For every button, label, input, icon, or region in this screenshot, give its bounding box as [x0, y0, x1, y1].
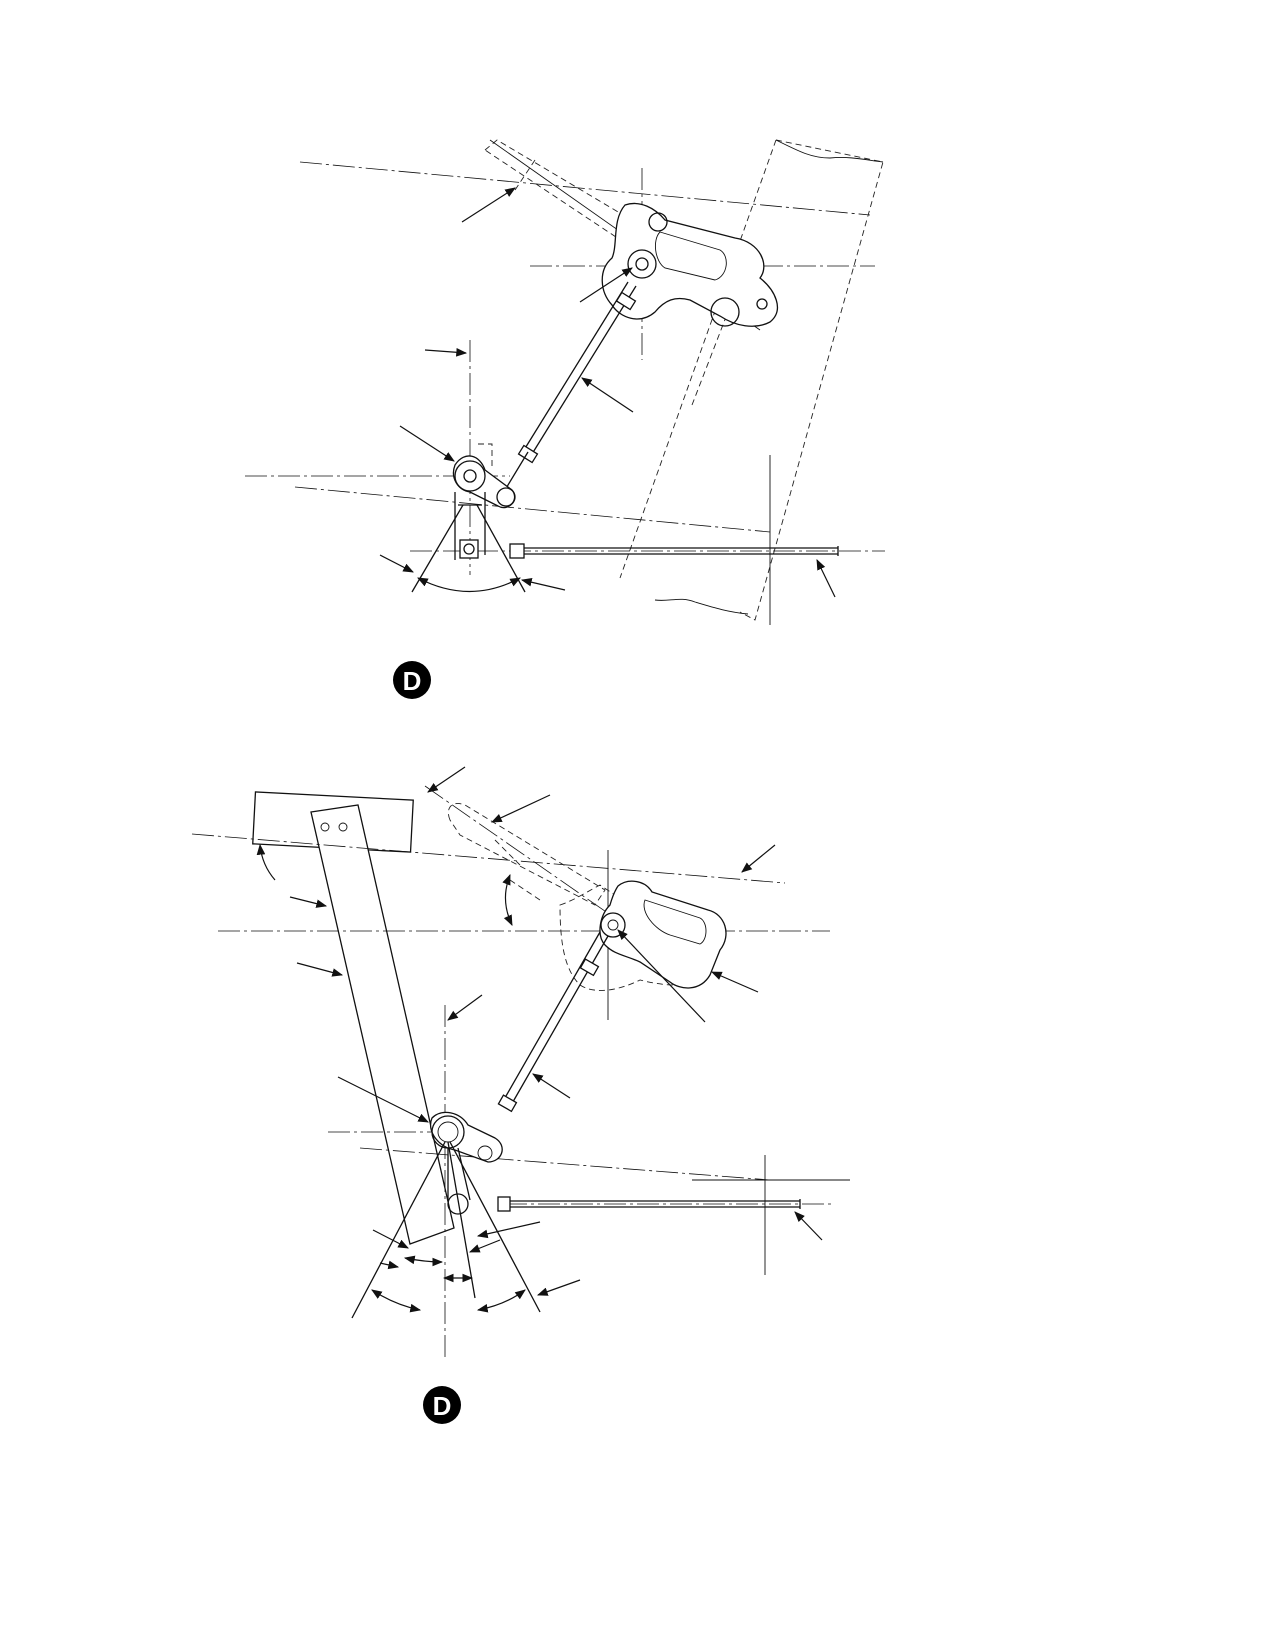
- upper-reference-line-lower: [294, 486, 771, 533]
- lower-reference-line-lower: [359, 1147, 771, 1181]
- lower-leader-angle-b: [468, 1239, 501, 1253]
- upper-pushrod-end: [504, 451, 529, 491]
- upper-rod-end-bearing: [496, 487, 516, 507]
- lower-travel-arc-left: [371, 1289, 422, 1313]
- upper-bellcrank-hex-bolt: [710, 297, 740, 327]
- upper-reference-line-top: [299, 161, 871, 216]
- upper-leader-idler: [399, 425, 455, 462]
- upper-view-badge-label: D: [403, 666, 422, 696]
- lower-leader-bellcrank: [711, 971, 759, 993]
- lower-bellcrank: [599, 880, 727, 989]
- lower-leader-rod: [794, 1211, 823, 1241]
- upper-pushrod-jam-nut-top: [615, 291, 637, 311]
- upper-pushrod-edge-b: [531, 285, 637, 455]
- lower-leader-angle-a: [476, 1221, 541, 1239]
- lower-leader-pivot: [617, 929, 706, 1023]
- upper-idler-bracket-phantom: [478, 443, 493, 470]
- lower-leader-pedal: [296, 962, 344, 977]
- lower-pedal-hole-b: [338, 822, 348, 832]
- lower-view-badge-label: D: [433, 1391, 452, 1421]
- upper-view: D: [245, 139, 885, 699]
- lower-bellcrank-slot: [643, 899, 707, 945]
- upper-leader-angle-left: [379, 554, 414, 573]
- lower-column-angle-arc: [502, 873, 513, 926]
- lower-leader-right-angle: [536, 1279, 581, 1296]
- upper-idler-lower-clevis: [459, 539, 479, 559]
- upper-bellcrank-pivot: [627, 249, 657, 279]
- upper-bellcrank-pivot-bolt: [635, 257, 649, 271]
- lower-idler-arm: [430, 1111, 503, 1163]
- upper-idler-lower-bolt: [463, 543, 475, 555]
- lower-leader-left-limit: [372, 1229, 409, 1249]
- lower-leader-idler: [337, 1076, 429, 1123]
- upper-leader-angle-right: [520, 577, 566, 591]
- upper-leader-centerline: [424, 347, 468, 357]
- upper-bellcrank-hole: [756, 298, 768, 310]
- lower-idler-lower-eye: [447, 1193, 469, 1215]
- upper-structure-break-bottom: [654, 598, 749, 615]
- lower-column-axis: [424, 785, 613, 917]
- upper-view-badge: D: [393, 661, 431, 699]
- upper-travel-arc: [417, 577, 521, 592]
- upper-bellcrank: [601, 202, 779, 327]
- upper-pushrod-edge-a: [523, 281, 629, 451]
- lower-leader-column: [491, 794, 551, 823]
- lower-travel-limit-mid: [447, 1141, 476, 1299]
- lower-leader-pedal-angle: [289, 896, 328, 908]
- upper-structure-outline: [619, 139, 884, 621]
- upper-leader-pivot: [579, 267, 633, 303]
- lower-rod-end-fitting: [497, 1196, 511, 1212]
- upper-leader-column: [461, 187, 516, 223]
- lower-angle-arc-small: [403, 1255, 444, 1267]
- lower-travel-limit-left: [351, 1141, 446, 1319]
- lower-leader-reference: [741, 844, 776, 873]
- lower-pedal-angle-arc: [256, 843, 276, 881]
- upper-leader-pushrod: [581, 377, 634, 413]
- lower-travel-limit-right: [449, 1141, 541, 1313]
- lower-bellcrank-pivot-bolt: [607, 919, 619, 931]
- lower-pedal-arm: [310, 804, 455, 1245]
- lower-reference-line-top: [191, 833, 786, 884]
- lower-pushrod-edge-a: [501, 931, 601, 1104]
- upper-pushrod-jam-nut-bottom: [517, 444, 539, 464]
- upper-idler-pivot: [454, 460, 486, 492]
- upper-idler-bracket: [454, 492, 486, 560]
- lower-travel-arc-right: [476, 1289, 526, 1313]
- lower-idler-lower-link: [447, 1147, 471, 1201]
- upper-leader-rod: [816, 559, 836, 598]
- upper-idler-pivot-bolt: [463, 469, 477, 483]
- lower-pushrod-jam-nut-bottom: [497, 1094, 518, 1113]
- upper-bellcrank-upper-hole: [648, 212, 668, 232]
- lower-pedal-hole-a: [320, 822, 330, 832]
- lower-leader-pushrod: [532, 1073, 571, 1099]
- lower-rod-end-bearing: [477, 1145, 493, 1161]
- lower-pushrod-jam-nut-top: [579, 958, 600, 977]
- lower-view: D: [191, 766, 850, 1424]
- lower-leader-left-angle: [379, 1260, 400, 1270]
- lower-leader-centerline: [447, 994, 483, 1021]
- lower-view-badge: D: [423, 1386, 461, 1424]
- lower-control-column: [447, 803, 606, 906]
- upper-rod-end-fitting: [509, 543, 525, 559]
- lower-leader-top-line: [427, 766, 466, 793]
- lower-bellcrank-pivot: [600, 912, 626, 938]
- lower-pushrod-edge-b: [509, 935, 609, 1108]
- upper-bellcrank-slot: [654, 231, 727, 281]
- upper-structure-break-top: [775, 139, 884, 163]
